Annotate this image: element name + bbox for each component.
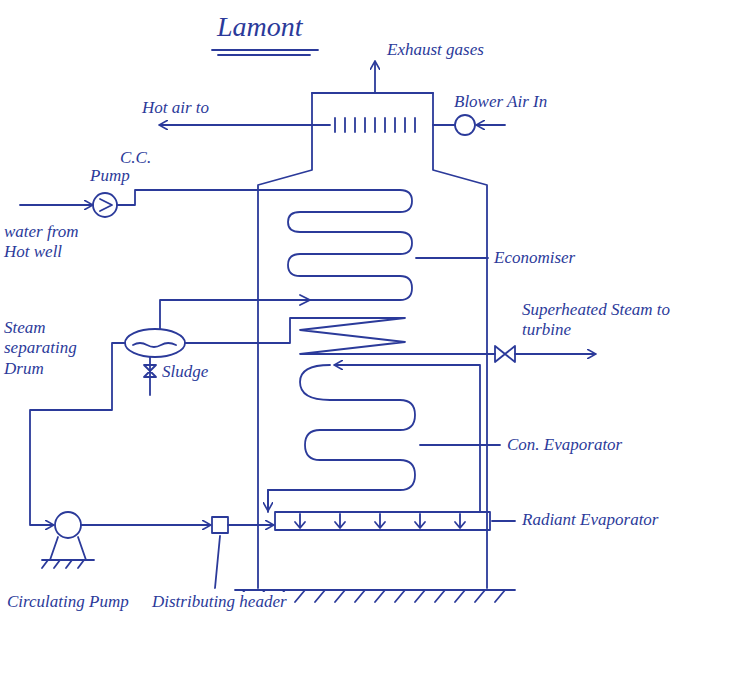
part-label: Superheated Steam to turbine [520, 300, 699, 341]
part-label: Hot air to [140, 98, 211, 118]
part-label: Radiant Evaporator [520, 510, 660, 530]
part-label: Exhaust gases [385, 40, 486, 60]
flow-mark [267, 490, 269, 510]
flow-mark [300, 295, 310, 305]
blower [455, 115, 475, 135]
leader-line [492, 520, 515, 522]
exhaust-arrow [374, 62, 376, 93]
pump-stand [42, 537, 94, 568]
leader-line [215, 536, 220, 588]
distributing-header [212, 517, 228, 533]
part-label: Blower Air In [452, 92, 549, 112]
header-pipe [228, 524, 273, 526]
water-level [133, 343, 176, 347]
air-heater [335, 118, 415, 132]
part-label: Con. Evaporator [505, 435, 624, 455]
leader-line [416, 257, 488, 259]
stop-valve [495, 346, 515, 362]
economiser-coil [117, 190, 412, 329]
tube-marks [300, 514, 460, 527]
part-label: Distributing header [150, 592, 289, 612]
diagram-title: Lamont [215, 10, 305, 44]
feed-water-arrow [20, 204, 92, 206]
superheater [185, 318, 495, 354]
steam-drum [125, 329, 185, 357]
convective-evaporator [268, 365, 415, 512]
chimney-top [312, 92, 433, 94]
leader-line [420, 444, 500, 446]
steam-out-arrow [515, 353, 595, 355]
feed-arrow [81, 524, 210, 526]
part-label: Steam separating Drum [2, 318, 101, 379]
sludge-valve [144, 365, 156, 377]
pump-mark [100, 199, 112, 211]
title-underline [212, 50, 318, 55]
air-in-arrow [477, 124, 505, 126]
circulating-pump [55, 512, 81, 538]
feed-pump [93, 193, 117, 217]
part-label: water from Hot well [2, 222, 86, 263]
flow-marks [295, 522, 465, 528]
sludge-pipe [149, 357, 151, 395]
part-label: Economiser [492, 248, 577, 268]
radiant-evaporator [275, 512, 490, 530]
hot-air-arrow [160, 124, 330, 126]
part-label: Sludge [160, 362, 210, 382]
air-duct [433, 124, 455, 126]
boiler-wall [258, 93, 312, 588]
part-label: Pump [88, 166, 132, 186]
part-label: Circulating Pump [5, 592, 134, 612]
